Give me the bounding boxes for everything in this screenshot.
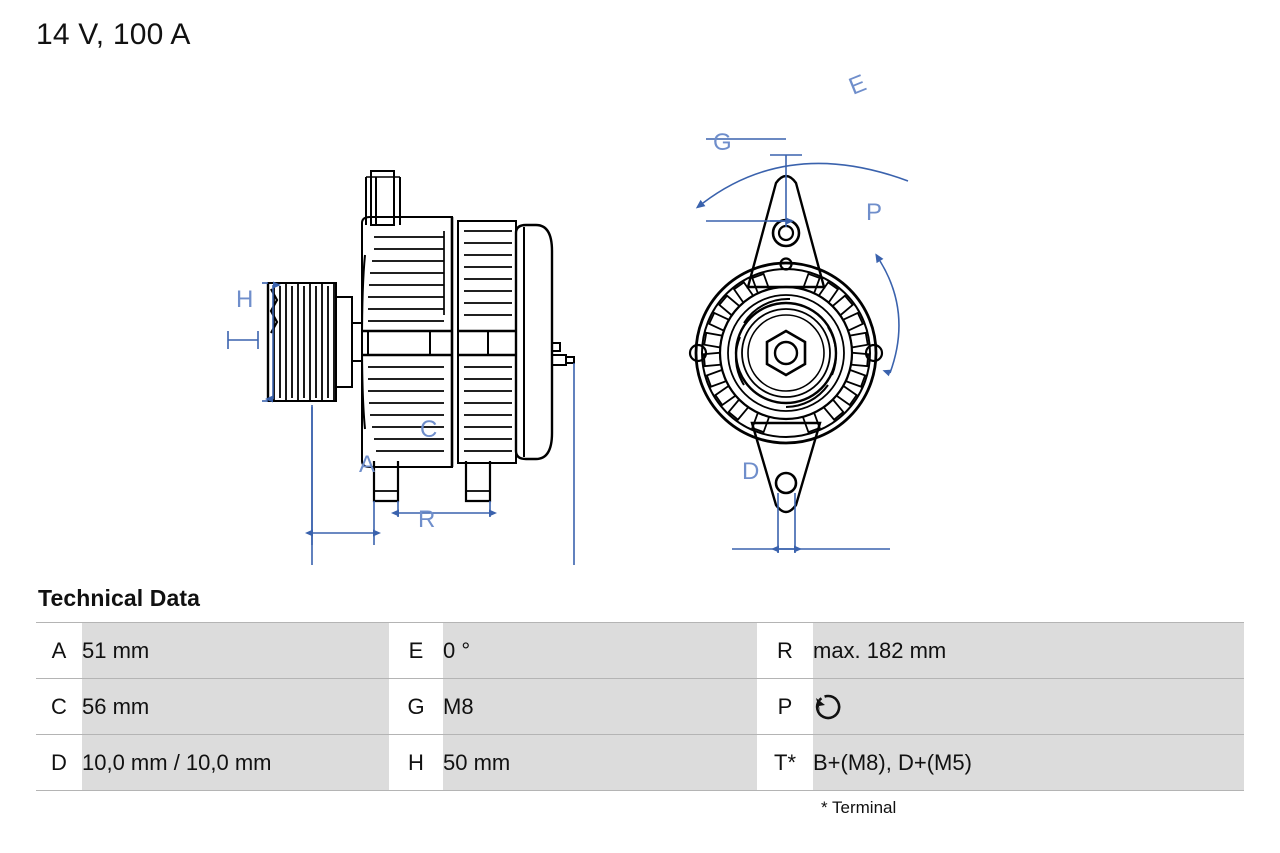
- dimension-label-A: A: [359, 451, 375, 478]
- dimension-label-G: G: [713, 129, 732, 156]
- spec-key-r: R: [757, 622, 813, 679]
- side-view-dimension-labels: H C A R: [236, 286, 437, 533]
- rotation-counterclockwise-icon: [813, 692, 843, 722]
- alternator-front-view: [688, 174, 884, 514]
- dimension-label-E: E: [845, 70, 870, 101]
- spec-key-p: P: [757, 678, 813, 735]
- spec-key-d: D: [36, 734, 82, 791]
- page-title: 14 V, 100 A: [36, 18, 191, 51]
- spec-value-e: 0 °: [443, 622, 757, 679]
- dimension-label-D: D: [742, 458, 759, 485]
- dimension-label-R: R: [418, 506, 435, 533]
- spec-key-h: H: [389, 734, 443, 791]
- spec-value-p: [813, 678, 1244, 735]
- spec-value-g: M8: [443, 678, 757, 735]
- spec-value-r: max. 182 mm: [813, 622, 1244, 679]
- dimension-label-C: C: [420, 416, 437, 443]
- table-row: C 56 mm G M8 P: [36, 678, 1244, 735]
- technical-data-table: A 51 mm E 0 ° R max. 182 mm C 56 mm G M8…: [36, 622, 1244, 791]
- table-footnote: * Terminal: [821, 798, 897, 817]
- spec-key-c: C: [36, 678, 82, 735]
- spec-value-c: 56 mm: [82, 678, 389, 735]
- side-view-dimensions: [227, 281, 575, 565]
- front-view-dimension-labels: E G P D: [713, 70, 882, 485]
- spec-key-g: G: [389, 678, 443, 735]
- front-view-dimensions: [695, 138, 909, 553]
- table-row: D 10,0 mm / 10,0 mm H 50 mm T* B+(M8), D…: [36, 734, 1244, 791]
- spec-value-a: 51 mm: [82, 622, 389, 679]
- dimension-label-H: H: [236, 286, 253, 313]
- spec-value-h: 50 mm: [443, 734, 757, 791]
- technical-data-heading: Technical Data: [38, 585, 201, 611]
- table-row: A 51 mm E 0 ° R max. 182 mm: [36, 622, 1244, 679]
- alternator-side-view: [266, 170, 575, 503]
- spec-key-a: A: [36, 622, 82, 679]
- spec-value-d: 10,0 mm / 10,0 mm: [82, 734, 389, 791]
- terminal-stud: [551, 342, 575, 366]
- technical-drawing-area: H C A R: [0, 55, 1280, 565]
- spec-value-t: B+(M8), D+(M5): [813, 734, 1244, 791]
- dimension-label-P: P: [866, 199, 882, 226]
- spec-key-t: T*: [757, 734, 813, 791]
- technical-data-section: Technical Data A 51 mm E 0 ° R max. 182 …: [36, 585, 1244, 818]
- spec-key-e: E: [389, 622, 443, 679]
